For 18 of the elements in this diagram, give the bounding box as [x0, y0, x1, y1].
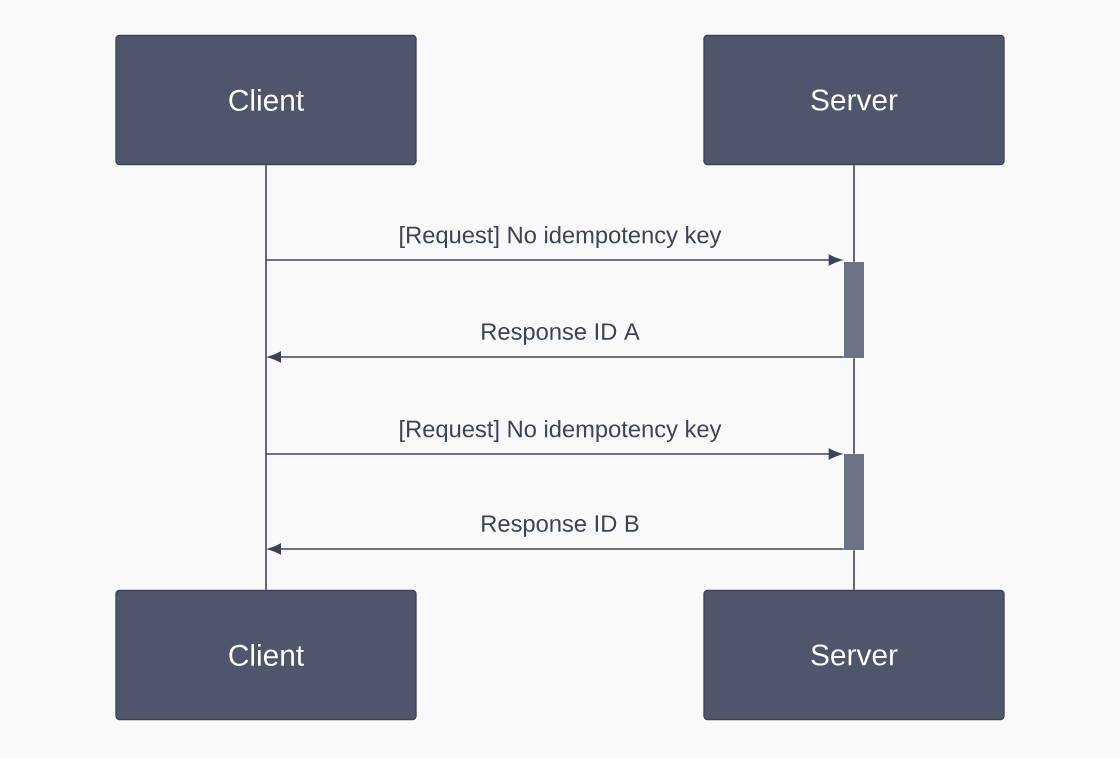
participant-box: Client: [115, 589, 417, 721]
message-arrow: [265, 254, 842, 266]
lifeline: [853, 357, 855, 455]
participant-box: Server: [703, 34, 1005, 166]
edge-label: Response ID B: [478, 513, 642, 539]
message-arrow: [268, 543, 845, 555]
message-arrow: [265, 448, 842, 460]
activation-bar: [844, 262, 864, 358]
edge-label: Response ID A: [478, 321, 642, 347]
lifeline: [853, 549, 855, 591]
participant-box: Client: [115, 34, 417, 166]
activation-bar: [844, 454, 864, 550]
lifeline: [853, 164, 855, 263]
message-arrow: [268, 351, 845, 363]
lifeline: [265, 164, 267, 591]
participant-box: Server: [703, 589, 1005, 721]
edge-label: [Request] No idempotency key: [396, 224, 724, 250]
edge-label: [Request] No idempotency key: [396, 418, 724, 444]
